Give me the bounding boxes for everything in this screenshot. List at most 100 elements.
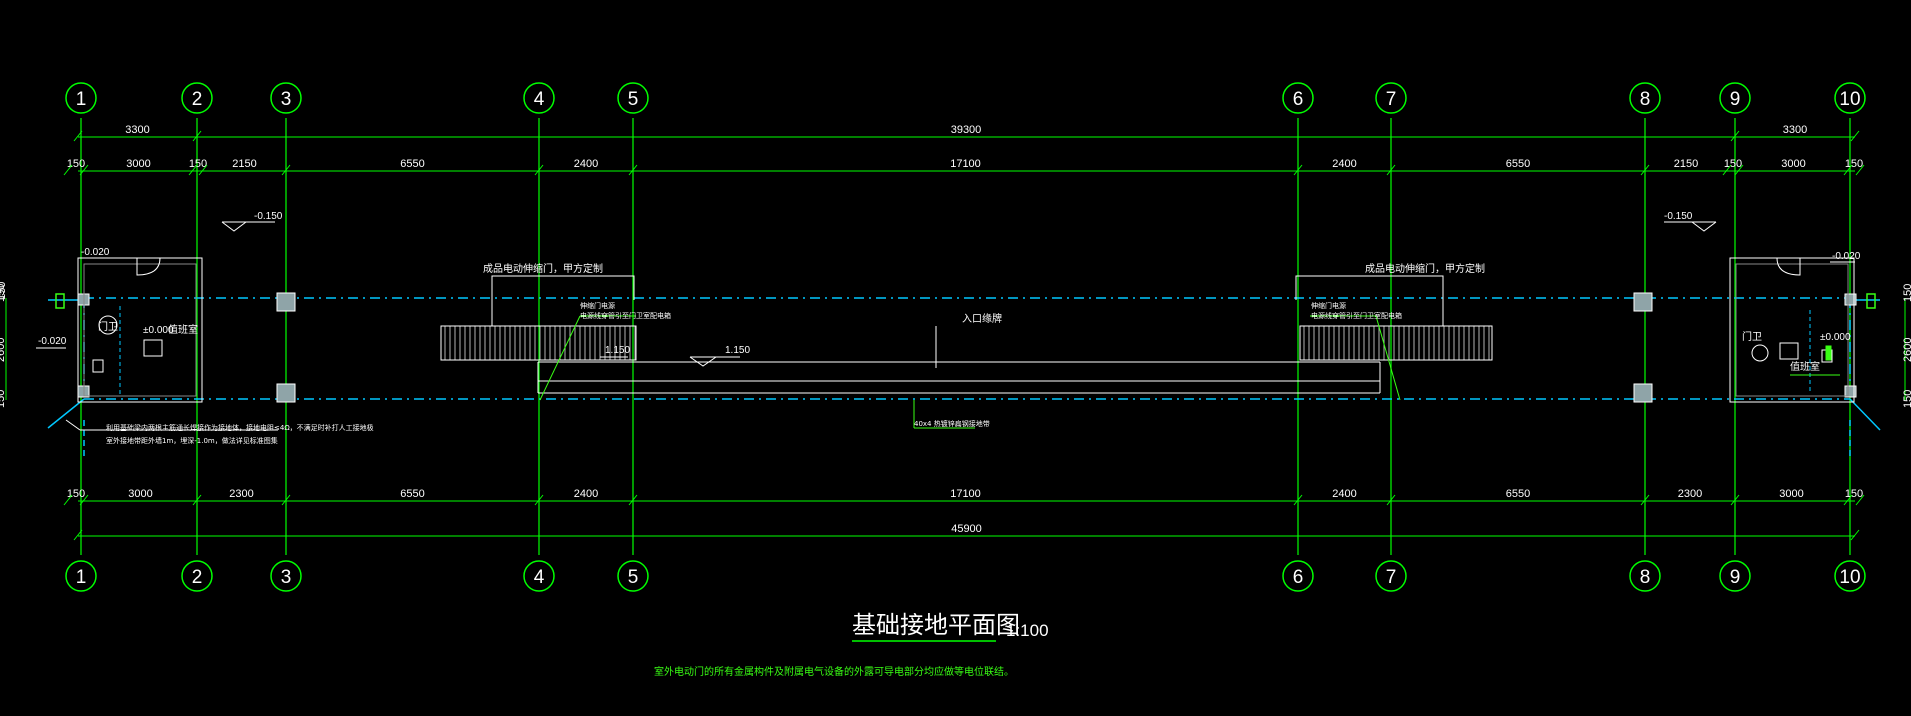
- dim-tick-r2-6: [534, 164, 544, 176]
- note-small-right-1: 伸缩门电源: [1311, 301, 1346, 310]
- axis-bubble-top-9: [1719, 82, 1751, 114]
- side-dim-left-mid: 2600: [0, 338, 7, 362]
- axis-bubble-bottom-1: [65, 560, 97, 592]
- note-small-left-2: 电源线穿管引至门卫室配电箱: [580, 311, 671, 320]
- dim-r3-2: 3000: [128, 488, 152, 500]
- room-label-right-1: 门卫: [1742, 330, 1762, 343]
- gate-outline-right: [1299, 325, 1493, 361]
- grounding-terminals: [55, 293, 1876, 309]
- axis-bubble-bottom-3: [270, 560, 302, 592]
- dim-tick-r3-3: [192, 494, 202, 506]
- axis-bubble-top-5: [617, 82, 649, 114]
- room-label-right-2: 值班室: [1790, 360, 1820, 373]
- dim-r3-5: 2400: [574, 488, 598, 500]
- axis-bubble-bottom-6: [1282, 560, 1314, 592]
- dim-tick-r3-8: [1386, 494, 1396, 506]
- dim-tick-r3-1: [63, 494, 73, 506]
- dim-r2-1: 150: [67, 158, 85, 170]
- level-outside-left: -0.020: [38, 336, 67, 347]
- axis-label-top-8: 8: [1640, 89, 1651, 110]
- dim-r4-1: 45900: [951, 523, 982, 535]
- level-center-b: 1.150: [725, 345, 750, 356]
- room-label-left-1: 门卫: [98, 320, 118, 333]
- dim-tick-r2-10: [1640, 164, 1650, 176]
- axis-label-top-10: 10: [1839, 89, 1860, 110]
- note-earth-strip: 40x4 热镀锌扁钢接地带: [914, 419, 990, 428]
- axis-label-bottom-6: 6: [1293, 567, 1304, 588]
- dim-r2-13: 150: [1845, 158, 1863, 170]
- axis-label-bottom-2: 2: [192, 567, 203, 588]
- axis-bubble-top-3: [270, 82, 302, 114]
- gate-hatch-right: [1299, 325, 1493, 361]
- axis-label-bottom-7: 7: [1386, 567, 1397, 588]
- dim-tick-r1-1: [73, 130, 83, 142]
- gate-outline-left: [440, 325, 637, 361]
- drawing-title: 基础接地平面图: [852, 611, 1020, 639]
- dim-tick-r2-3: [188, 164, 198, 176]
- axis-label-bottom-1: 1: [76, 567, 87, 588]
- dim-tick-r2-12: [1734, 164, 1744, 176]
- axis-label-top-9: 9: [1730, 89, 1741, 110]
- gate-leaders: [65, 275, 1444, 431]
- dim-r2-3: 150: [189, 158, 207, 170]
- dim-r2-6: 2400: [574, 158, 598, 170]
- side-dim-right-top: 150: [1902, 284, 1911, 302]
- dim-r3-7: 2400: [1332, 488, 1356, 500]
- dim-r3-9: 2300: [1678, 488, 1702, 500]
- dim-r2-9: 6550: [1506, 158, 1530, 170]
- level-room-left: -0.020: [81, 247, 110, 258]
- side-dimensions-right: 150 2600 150: [1902, 284, 1911, 408]
- level-symbols: [36, 221, 1855, 358]
- axis-label-top-2: 2: [192, 89, 203, 110]
- level-top-left: -0.150: [254, 211, 283, 222]
- note-leader-left-2: 室外接地带距外墙1m，埋深-1.0m，做法详见标准图集: [106, 436, 278, 445]
- guard-room-left: [77, 257, 203, 403]
- dim-r2-10: 2150: [1674, 158, 1698, 170]
- drawing-footnote: 室外电动门的所有金属构件及附属电气设备的外露可导电部分均应做等电位联结。: [654, 665, 1014, 678]
- level-floor-right: ±0.000: [1820, 332, 1851, 343]
- axis-bubble-top-6: [1282, 82, 1314, 114]
- axis-bubble-bottom-7: [1375, 560, 1407, 592]
- dim-tick-r2-5: [281, 164, 291, 176]
- room-label-left-2: 值班室: [168, 323, 198, 336]
- drawing-scale: 1:100: [1006, 621, 1049, 640]
- note-gate-left: 成品电动伸缩门，甲方定制: [483, 262, 603, 275]
- side-dim-right-mid: 2600: [1902, 338, 1911, 362]
- dim-tick-r3-12: [1855, 494, 1865, 506]
- axis-bubble-top-4: [523, 82, 555, 114]
- dim-tick-r4-1: [73, 529, 83, 541]
- side-dim-left-top: 150: [0, 284, 7, 302]
- gate-hatch-left: [440, 325, 637, 361]
- dim-tick-r3-4: [281, 494, 291, 506]
- dim-r2-12: 3000: [1781, 158, 1805, 170]
- dim-tick-r3-10: [1730, 494, 1740, 506]
- axis-bubble-bottom-4: [523, 560, 555, 592]
- dim-r2-7: 17100: [950, 158, 981, 170]
- dim-tick-r2-9: [1386, 164, 1396, 176]
- dim-tick-r3-5: [534, 494, 544, 506]
- dim-tick-r1-4: [1850, 130, 1860, 142]
- title-block: 基础接地平面图 1:100 室外电动门的所有金属构件及附属电气设备的外露可导电部…: [654, 611, 1049, 678]
- note-small-right-2: 电源线穿管引至门卫室配电箱: [1311, 311, 1402, 320]
- axis-bubble-top-10: [1834, 82, 1866, 114]
- axis-bubble-bottom-8: [1629, 560, 1661, 592]
- side-dim-left-bot: 150: [0, 390, 7, 408]
- axis-bubble-bottom-5: [617, 560, 649, 592]
- dim-tick-r2-1: [63, 164, 73, 176]
- note-leader-left-1: 利用基础梁内两根主筋通长焊接作为接地体，接地电阻≤4Ω，不满足时补打人工接地极: [106, 423, 374, 432]
- dim-r1-3: 3300: [1783, 124, 1807, 136]
- axis-label-bottom-9: 9: [1730, 567, 1741, 588]
- axis-bubble-bottom-10: [1834, 560, 1866, 592]
- dim-r2-5: 6550: [400, 158, 424, 170]
- dim-r3-3: 2300: [229, 488, 253, 500]
- axis-bubble-top-1: [65, 82, 97, 114]
- axis-label-bottom-3: 3: [281, 567, 292, 588]
- dim-r2-8: 2400: [1332, 158, 1356, 170]
- level-floor-left: ±0.000: [143, 325, 174, 336]
- dim-tick-r2-4: [198, 164, 208, 176]
- side-dim-left-1: 150: [0, 282, 8, 300]
- axis-bubble-top-7: [1375, 82, 1407, 114]
